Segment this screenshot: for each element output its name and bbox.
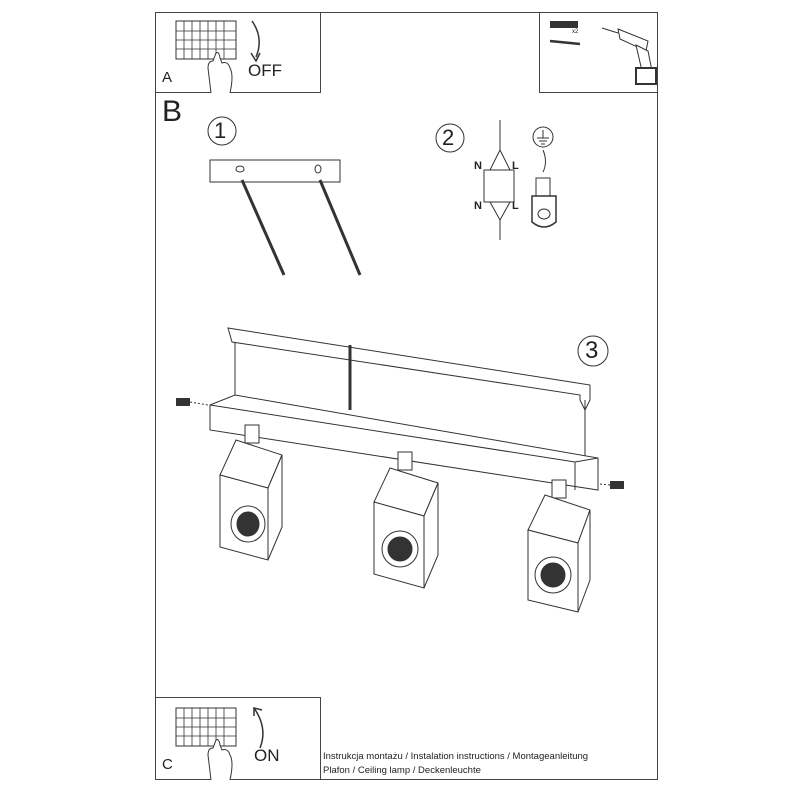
drill-icon xyxy=(601,27,657,85)
tools-panel: x2 xyxy=(539,12,658,93)
up-arrow-icon xyxy=(253,707,264,749)
panel-c-power-on: C ON xyxy=(155,697,321,781)
screw-icon xyxy=(549,39,581,46)
spotlight-2 xyxy=(373,451,439,589)
power-off-label: OFF xyxy=(248,61,282,80)
screw-right-icon xyxy=(599,481,624,489)
live-bottom-label: L xyxy=(512,200,519,212)
breaker-panel-icon xyxy=(175,707,264,781)
spotlight-3 xyxy=(527,479,591,613)
panel-a-label: A xyxy=(162,69,173,86)
panel-a-power-off: A OFF xyxy=(155,12,321,94)
wall-plug-icon xyxy=(550,21,578,28)
quantity-label: x2 xyxy=(572,29,579,35)
instruction-sheet-frame xyxy=(155,12,658,780)
down-arrow-icon xyxy=(251,20,260,58)
screw-left-icon xyxy=(176,398,209,406)
caption-line-2: Plafon / Ceiling lamp / Deckenleuchte xyxy=(323,765,481,776)
step-2-number: 2 xyxy=(442,125,455,150)
ground-symbol-icon xyxy=(532,126,554,148)
breaker-panel-icon xyxy=(175,20,261,94)
neutral-top-label: N xyxy=(474,160,482,172)
step-3-number: 3 xyxy=(585,337,599,364)
section-b-label: B xyxy=(162,95,183,128)
step-1-number: 1 xyxy=(214,118,227,143)
neutral-bottom-label: N xyxy=(474,200,482,212)
spotlight-1 xyxy=(219,424,283,561)
live-top-label: L xyxy=(512,160,519,172)
power-on-label: ON xyxy=(254,746,280,765)
panel-c-label: C xyxy=(162,756,173,773)
caption-line-1: Instrukcja montażu / Instalation instruc… xyxy=(323,751,589,762)
